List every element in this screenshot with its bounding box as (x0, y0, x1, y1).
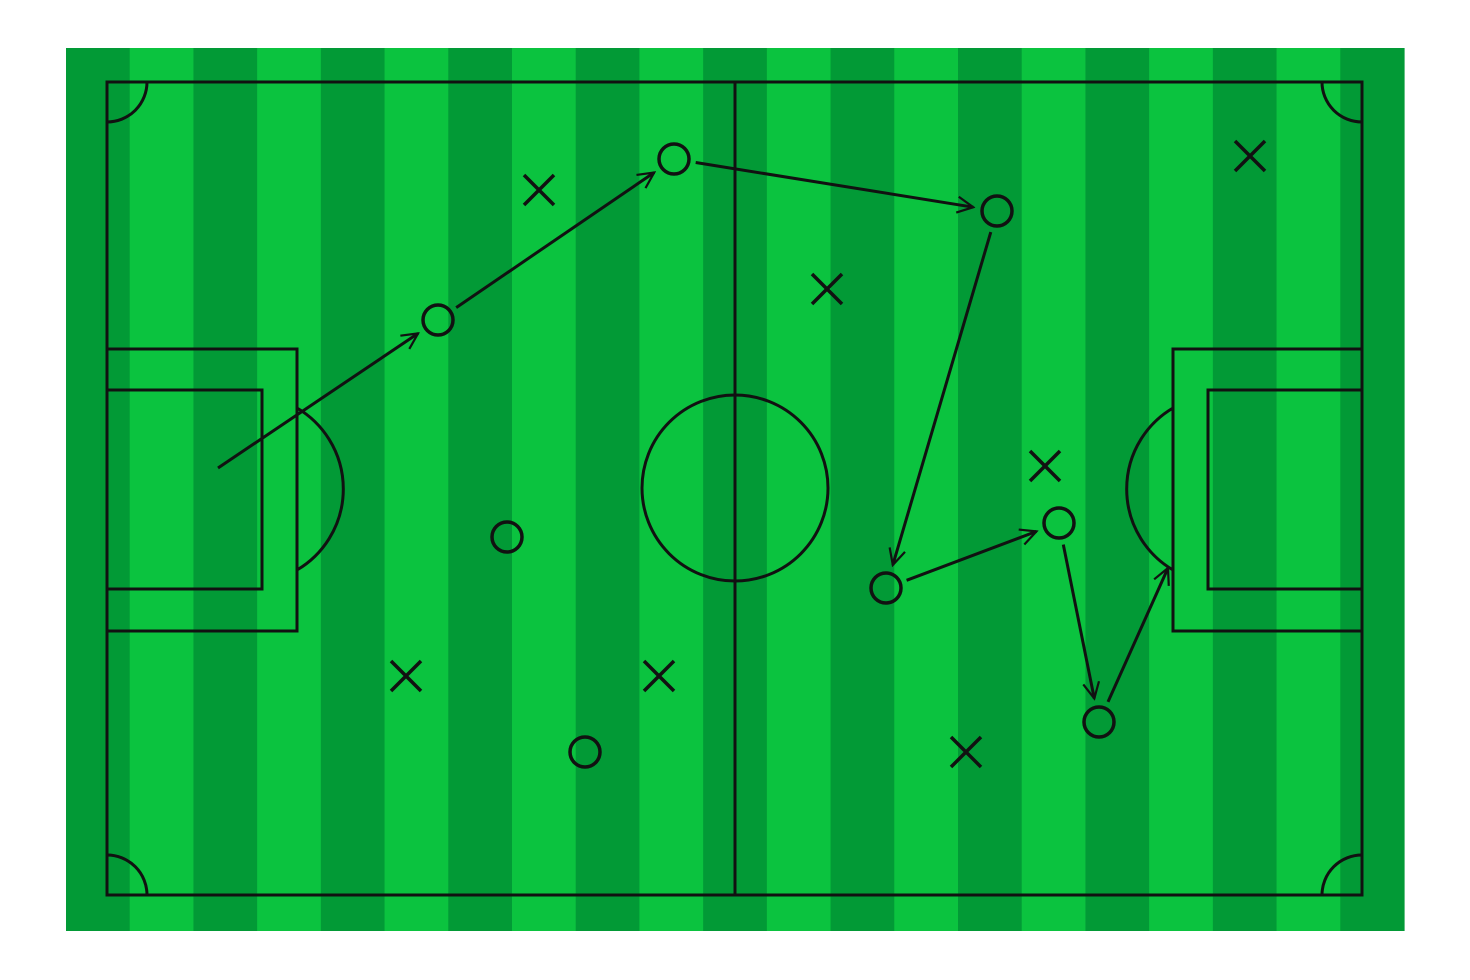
grass-stripe (1212, 48, 1278, 931)
cross-stroke (522, 173, 556, 207)
cross-stroke (810, 272, 844, 306)
pitch-markings (105, 80, 1364, 897)
cross-stroke (1233, 139, 1267, 173)
pass-arrow (1106, 568, 1168, 703)
player-cross-marker (522, 173, 556, 207)
player-cross-marker (949, 735, 983, 769)
grass-stripes (66, 48, 1405, 931)
pass-arrow (695, 161, 974, 208)
center-circle (640, 393, 830, 583)
player-cross-marker (1028, 449, 1062, 483)
pass-arrow (455, 173, 654, 309)
corner-arc-bottom-left (106, 853, 149, 896)
player-circle-marker (980, 194, 1014, 228)
player-cross-marker (810, 272, 844, 306)
grass-stripe (894, 48, 959, 931)
player-cross-marker (642, 659, 676, 693)
pass-arrow (217, 333, 418, 470)
grass-stripe (1021, 48, 1087, 931)
player-circle-marker (568, 735, 602, 769)
cross-stroke (389, 659, 423, 693)
pass-arrows (217, 161, 1168, 703)
player-circle-marker (1082, 705, 1116, 739)
grass-stripe (575, 48, 641, 931)
grass-stripe (66, 48, 131, 931)
cross-stroke (642, 659, 676, 693)
player-cross-marker (1233, 139, 1267, 173)
grass-stripe (1340, 48, 1405, 931)
corner-arc-top-right (1320, 81, 1363, 124)
cross-stroke (1028, 449, 1062, 483)
grass-stripe (320, 48, 386, 931)
grass-stripe (257, 48, 322, 931)
grass-stripe (1085, 48, 1150, 931)
left-penalty-arc (296, 406, 345, 572)
player-circle-marker (421, 303, 455, 337)
right-goal-area (1206, 388, 1364, 591)
grass-stripe (193, 48, 258, 931)
grass-stripe (448, 48, 513, 931)
grass-stripe (512, 48, 577, 931)
grass-stripe (129, 48, 195, 931)
pass-arrow (893, 231, 993, 565)
grass-stripe (384, 48, 449, 931)
cross-stroke (949, 735, 983, 769)
corner-arc-top-left (106, 81, 149, 124)
player-circle-marker (657, 142, 691, 176)
grass-stripe (1276, 48, 1341, 931)
player-circle-marker (869, 571, 903, 605)
pass-arrow (1061, 544, 1094, 699)
corner-arc-bottom-right (1320, 853, 1363, 896)
player-circle-marker (490, 520, 524, 554)
grass-stripe (766, 48, 832, 931)
player-circle-marker (1042, 506, 1076, 540)
right-penalty-arc (1125, 406, 1174, 572)
pass-arrow (906, 531, 1037, 582)
player-markers (389, 139, 1267, 769)
player-cross-marker (389, 659, 423, 693)
grass-stripe (1149, 48, 1214, 931)
grass-stripe (958, 48, 1023, 931)
grass-stripe (830, 48, 895, 931)
left-goal-area (105, 388, 264, 591)
grass-stripe (639, 48, 704, 931)
